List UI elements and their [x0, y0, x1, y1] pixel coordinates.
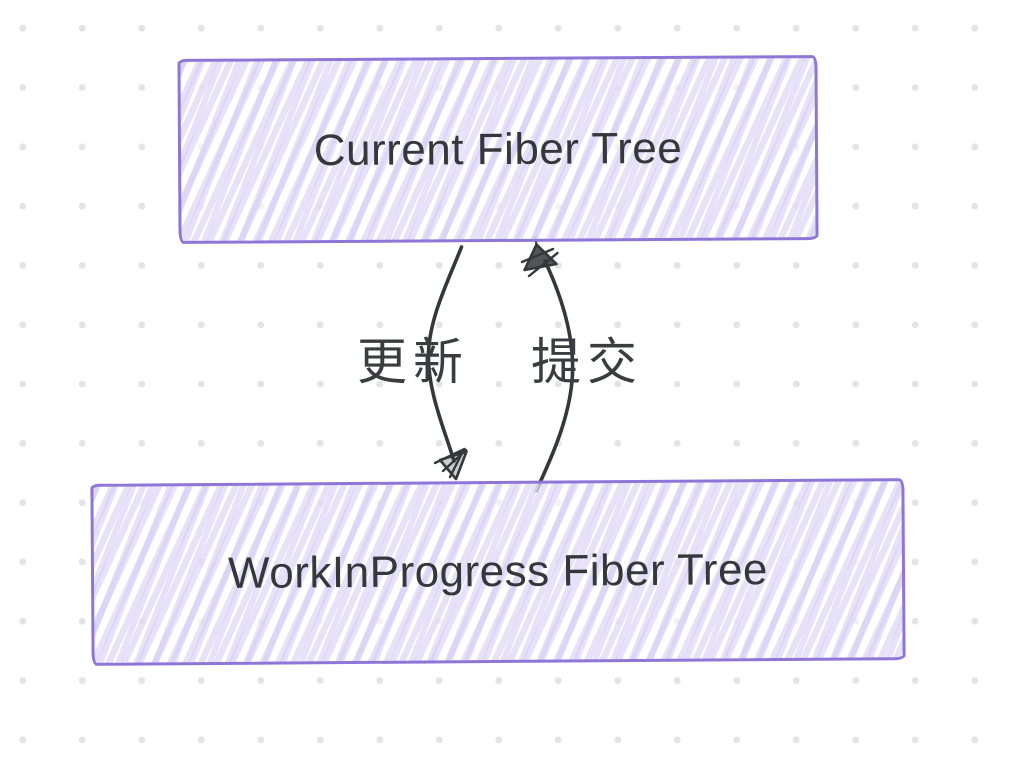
- commit-edge-label: 提交: [531, 334, 643, 390]
- commit-arrowhead-icon: [520, 235, 559, 278]
- update-arrow: [426, 245, 468, 481]
- node-workinprogress-fiber-tree: WorkInProgress Fiber Tree: [90, 478, 906, 666]
- commit-arrow: [520, 235, 575, 493]
- node-wip-label: WorkInProgress Fiber Tree: [227, 545, 769, 598]
- node-current-label: Current Fiber Tree: [313, 123, 683, 175]
- node-current-fiber-tree: Current Fiber Tree: [177, 55, 819, 244]
- update-arrowhead-icon: [433, 447, 468, 481]
- update-edge-label: 更新: [357, 334, 469, 390]
